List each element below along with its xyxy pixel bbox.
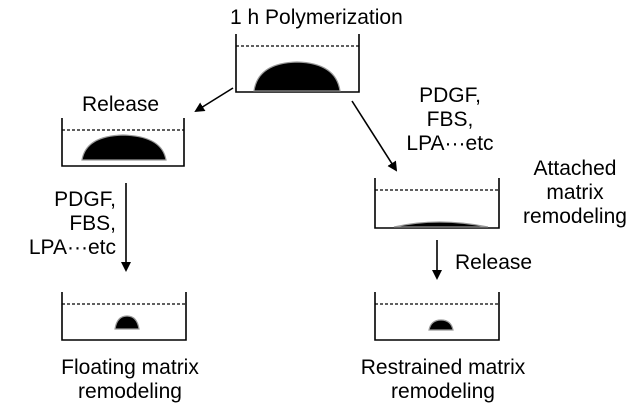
- label-restrained: Restrained matrix remodeling: [360, 356, 526, 403]
- gel-dome: [81, 134, 167, 161]
- gel-dome: [253, 61, 341, 92]
- label-floating: Floating matrix remodeling: [61, 356, 199, 403]
- label-factors-left: PDGF, FBS, LPA···etc: [28, 188, 116, 259]
- well-outline: [374, 292, 500, 341]
- label-release-right: Release: [455, 251, 533, 274]
- well-attached: [374, 178, 500, 229]
- well-outline: [235, 34, 360, 93]
- title-polymerization: 1 h Polymerization: [230, 6, 403, 29]
- well-polymerization: [235, 34, 360, 93]
- well-restrained: [374, 292, 500, 341]
- gel-small: [428, 319, 454, 331]
- gel-flat: [393, 221, 489, 228]
- well-outline: [374, 178, 500, 229]
- well-outline: [61, 118, 185, 167]
- label-attached: Attached matrix remodeling: [523, 157, 627, 228]
- well-outline: [61, 292, 187, 341]
- label-factors-right: PDGF, FBS, LPA···etc: [406, 84, 494, 155]
- arrow-release-left: [194, 87, 234, 113]
- well-released: [61, 118, 185, 167]
- well-floating: [61, 292, 187, 341]
- label-release-left: Release: [82, 93, 160, 116]
- arrow-to-attached: [351, 100, 398, 172]
- gel-small: [114, 315, 140, 330]
